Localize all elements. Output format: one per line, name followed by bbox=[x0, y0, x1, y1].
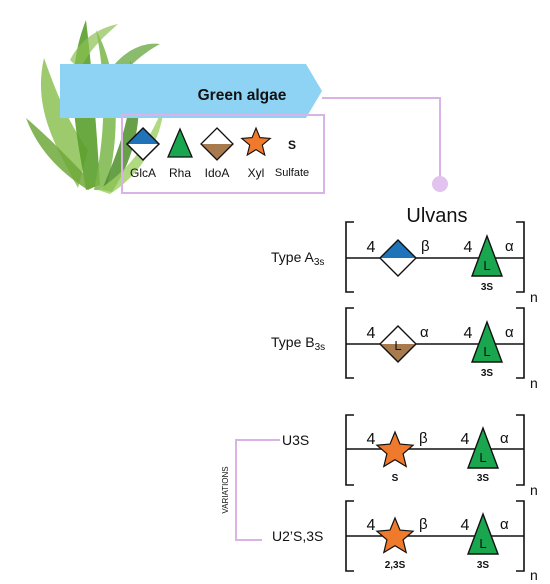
header-title: Green algae bbox=[198, 87, 287, 104]
residue-glyph: L bbox=[483, 344, 490, 359]
anomeric-config: β bbox=[419, 516, 428, 533]
xyl-star-icon bbox=[240, 126, 272, 157]
anomeric-config: β bbox=[421, 238, 430, 255]
repeat-n: n bbox=[530, 289, 538, 305]
sulfation-label: 2,3S bbox=[385, 560, 406, 571]
linkage-position: 4 bbox=[367, 239, 376, 256]
connector-dot bbox=[432, 176, 448, 192]
sulfation-label: 3S bbox=[481, 368, 494, 379]
sulfation-label: 3S bbox=[477, 560, 490, 571]
residue-glyph: L bbox=[479, 536, 486, 551]
legend-label-idoa: IdoA bbox=[205, 166, 230, 180]
connector-line bbox=[322, 97, 441, 178]
bracket-right bbox=[516, 414, 525, 486]
structure-row-u2s3s: U2’S,3S 4 β 2,3S L 4 α 3S n bbox=[272, 500, 538, 583]
linkage-position: 4 bbox=[461, 431, 470, 448]
linkage-position: 4 bbox=[461, 517, 470, 534]
legend-label-xyl: Xyl bbox=[248, 166, 265, 180]
anomeric-config: α bbox=[500, 430, 509, 447]
structure-name: Type B3s bbox=[271, 334, 325, 353]
anomeric-config: α bbox=[500, 516, 509, 533]
sulfation-label: S bbox=[392, 473, 399, 484]
linkage-position: 4 bbox=[367, 517, 376, 534]
rha-triangle-icon bbox=[470, 234, 504, 277]
linkage-position: 4 bbox=[367, 431, 376, 448]
structure-row-u3s: U3S 4 β S L 4 α 3S n bbox=[282, 414, 538, 498]
variations-bracket: VARIATIONS bbox=[221, 439, 280, 541]
legend-label-rha: Rha bbox=[169, 166, 191, 180]
anomeric-config: β bbox=[419, 430, 428, 447]
legend-label-glca: GlcA bbox=[130, 166, 156, 180]
structure-name: U3S bbox=[282, 432, 309, 448]
structure-name: Type A3s bbox=[271, 249, 324, 268]
residue-glyph: L bbox=[479, 450, 486, 465]
repeat-n: n bbox=[530, 482, 538, 498]
residue-glyph: L bbox=[483, 258, 490, 273]
sulfation-label: 3S bbox=[481, 282, 494, 293]
bracket-right bbox=[516, 307, 525, 379]
anomeric-config: α bbox=[420, 324, 429, 341]
linkage-position: 4 bbox=[464, 239, 473, 256]
structure-name: U2’S,3S bbox=[272, 528, 323, 544]
legend-label-sulfate: Sulfate bbox=[275, 167, 309, 179]
rha-triangle-icon bbox=[470, 320, 504, 363]
xyl-star-icon bbox=[375, 516, 415, 554]
legend: S GlcA Rha IdoA Xyl Sulfate bbox=[126, 126, 309, 180]
anomeric-config: α bbox=[505, 238, 514, 255]
header-banner bbox=[60, 64, 322, 118]
idoa-half-diamond-icon bbox=[200, 127, 234, 161]
linkage-position: 4 bbox=[367, 325, 376, 342]
repeat-n: n bbox=[530, 567, 538, 583]
structure-row-type-b: Type B3s L 4 α L 4 α 3S n bbox=[271, 307, 538, 391]
structure-row-type-a: Type A3s 4 β L 4 α 3S n bbox=[271, 221, 538, 305]
sulfate-symbol: S bbox=[288, 138, 296, 152]
glca-half-diamond-icon bbox=[379, 239, 417, 277]
section-title: Ulvans bbox=[406, 205, 467, 227]
bracket-right bbox=[516, 221, 525, 293]
idoa-half-diamond-icon bbox=[379, 325, 417, 363]
rha-triangle-icon bbox=[466, 512, 500, 555]
rha-triangle-icon bbox=[167, 127, 193, 158]
bracket-left bbox=[345, 221, 354, 293]
bracket-left bbox=[345, 414, 354, 486]
sulfation-label: 3S bbox=[477, 473, 490, 484]
glca-half-diamond-icon bbox=[126, 127, 160, 161]
repeat-n: n bbox=[530, 375, 538, 391]
linkage-position: 4 bbox=[464, 325, 473, 342]
residue-glyph: L bbox=[394, 338, 401, 353]
legend-frame bbox=[121, 114, 325, 194]
rha-triangle-icon bbox=[466, 426, 500, 469]
variations-label: VARIATIONS bbox=[221, 466, 230, 513]
xyl-star-icon bbox=[375, 430, 415, 468]
anomeric-config: α bbox=[505, 324, 514, 341]
bracket-left bbox=[345, 307, 354, 379]
